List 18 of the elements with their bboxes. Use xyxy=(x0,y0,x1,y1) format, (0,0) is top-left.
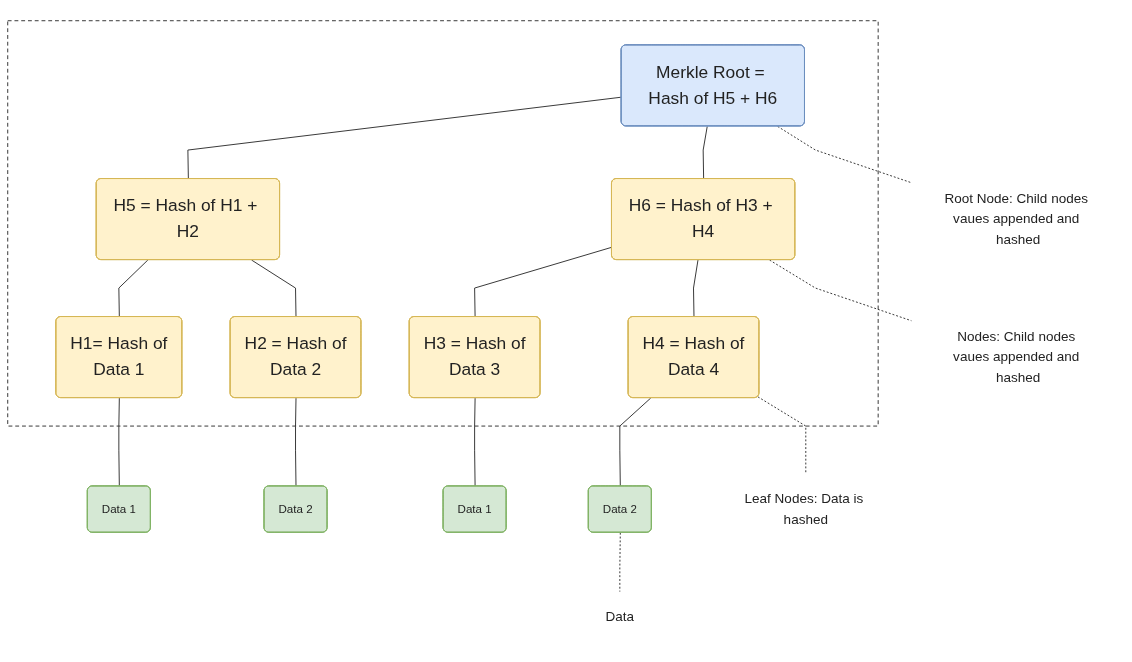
connector xyxy=(693,259,699,318)
node-text: Root Node: Child nodes vaues appended and hashed xyxy=(944,190,1088,247)
connector xyxy=(777,125,913,184)
connector xyxy=(118,259,149,318)
connector xyxy=(251,259,297,318)
node-text: Leaf Nodes: Data is hashed xyxy=(744,490,864,527)
connector xyxy=(474,397,476,487)
connector xyxy=(757,396,807,475)
connector xyxy=(187,96,623,180)
connector xyxy=(474,246,613,318)
connector xyxy=(118,397,120,487)
connector xyxy=(295,397,297,487)
node-text: Nodes: Child nodes vaues appended and hashed xyxy=(953,328,1080,385)
connector xyxy=(619,532,621,593)
connector xyxy=(619,397,652,487)
connector xyxy=(702,125,708,180)
node-text: Data xyxy=(605,608,635,624)
cluster xyxy=(7,20,879,427)
